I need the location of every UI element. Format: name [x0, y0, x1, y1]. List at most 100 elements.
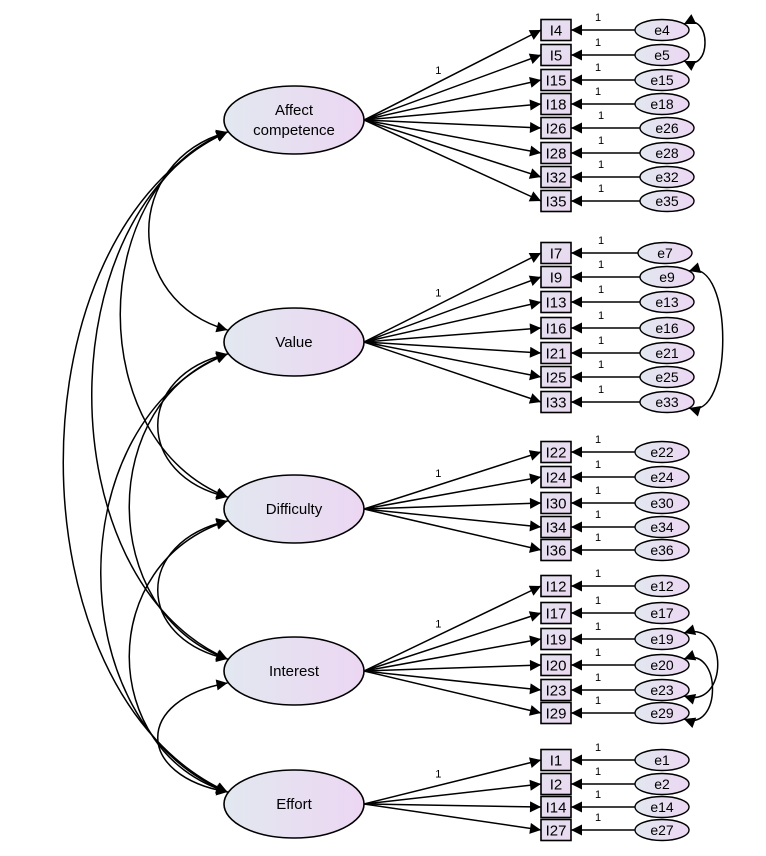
latent-ellipse[interactable] [223, 85, 365, 155]
indicator-box[interactable] [540, 701, 572, 725]
error-ellipse[interactable] [634, 748, 690, 772]
indicator-i19[interactable]: I19 [540, 627, 572, 651]
error-ellipse[interactable] [634, 653, 690, 677]
indicator-i15[interactable]: I15 [540, 68, 572, 92]
indicator-i30[interactable]: I30 [540, 491, 572, 515]
indicator-box[interactable] [540, 601, 572, 625]
error-ellipse[interactable] [639, 365, 695, 389]
error-e4[interactable]: e4 [634, 18, 690, 42]
indicator-i28[interactable]: I28 [540, 141, 572, 165]
error-ellipse[interactable] [634, 701, 690, 725]
indicator-box[interactable] [540, 465, 572, 489]
error-ellipse[interactable] [639, 165, 695, 189]
error-ellipse[interactable] [634, 772, 690, 796]
error-e36[interactable]: e36 [634, 538, 690, 562]
error-e24[interactable]: e24 [634, 465, 690, 489]
indicator-box[interactable] [540, 316, 572, 340]
indicator-box[interactable] [540, 68, 572, 92]
indicator-box[interactable] [540, 627, 572, 651]
indicator-i2[interactable]: I2 [540, 772, 572, 796]
indicator-box[interactable] [540, 43, 572, 67]
error-e14[interactable]: e14 [634, 795, 690, 819]
indicator-box[interactable] [540, 440, 572, 464]
indicator-i1[interactable]: I1 [540, 748, 572, 772]
error-e13[interactable]: e13 [639, 290, 695, 314]
error-ellipse[interactable] [637, 241, 693, 265]
error-e35[interactable]: e35 [639, 189, 695, 213]
error-e5[interactable]: e5 [634, 43, 690, 67]
error-e22[interactable]: e22 [634, 440, 690, 464]
indicator-box[interactable] [540, 341, 572, 365]
error-e7[interactable]: e7 [637, 241, 693, 265]
error-e30[interactable]: e30 [634, 491, 690, 515]
error-e26[interactable]: e26 [639, 116, 695, 140]
indicator-i14[interactable]: I14 [540, 795, 572, 819]
indicator-box[interactable] [540, 365, 572, 389]
indicator-i22[interactable]: I22 [540, 440, 572, 464]
indicator-i13[interactable]: I13 [540, 290, 572, 314]
error-ellipse[interactable] [639, 265, 695, 289]
error-ellipse[interactable] [634, 92, 690, 116]
error-e28[interactable]: e28 [639, 141, 695, 165]
indicator-i36[interactable]: I36 [540, 538, 572, 562]
indicator-box[interactable] [540, 18, 572, 42]
error-ellipse[interactable] [639, 341, 695, 365]
indicator-box[interactable] [540, 653, 572, 677]
error-ellipse[interactable] [634, 818, 690, 842]
indicator-box[interactable] [540, 491, 572, 515]
latent-ellipse[interactable] [223, 307, 365, 377]
error-e32[interactable]: e32 [639, 165, 695, 189]
indicator-box[interactable] [540, 574, 572, 598]
error-e9[interactable]: e9 [639, 265, 695, 289]
indicator-i9[interactable]: I9 [540, 265, 572, 289]
error-ellipse[interactable] [634, 43, 690, 67]
error-e21[interactable]: e21 [639, 341, 695, 365]
indicator-box[interactable] [540, 818, 572, 842]
latent-difficulty[interactable]: Difficulty [223, 474, 365, 544]
error-ellipse[interactable] [634, 795, 690, 819]
error-ellipse[interactable] [639, 141, 695, 165]
indicator-box[interactable] [540, 290, 572, 314]
error-e2[interactable]: e2 [634, 772, 690, 796]
indicator-box[interactable] [540, 515, 572, 539]
indicator-i21[interactable]: I21 [540, 341, 572, 365]
error-ellipse[interactable] [634, 68, 690, 92]
indicator-i25[interactable]: I25 [540, 365, 572, 389]
indicator-i26[interactable]: I26 [540, 116, 572, 140]
indicator-box[interactable] [540, 390, 572, 414]
latent-ellipse[interactable] [223, 474, 365, 544]
indicator-box[interactable] [540, 116, 572, 140]
indicator-i24[interactable]: I24 [540, 465, 572, 489]
indicator-box[interactable] [540, 678, 572, 702]
error-ellipse[interactable] [634, 18, 690, 42]
error-ellipse[interactable] [639, 390, 695, 414]
error-ellipse[interactable] [634, 627, 690, 651]
indicator-box[interactable] [540, 772, 572, 796]
indicator-box[interactable] [540, 265, 572, 289]
error-ellipse[interactable] [639, 116, 695, 140]
error-e34[interactable]: e34 [634, 515, 690, 539]
error-ellipse[interactable] [634, 574, 690, 598]
indicator-i7[interactable]: I7 [540, 241, 572, 265]
indicator-i27[interactable]: I27 [540, 818, 572, 842]
indicator-i34[interactable]: I34 [540, 515, 572, 539]
error-e33[interactable]: e33 [639, 390, 695, 414]
error-e23[interactable]: e23 [634, 678, 690, 702]
error-e27[interactable]: e27 [634, 818, 690, 842]
error-ellipse[interactable] [634, 440, 690, 464]
indicator-i12[interactable]: I12 [540, 574, 572, 598]
error-e16[interactable]: e16 [639, 316, 695, 340]
error-e20[interactable]: e20 [634, 653, 690, 677]
indicator-box[interactable] [540, 141, 572, 165]
error-ellipse[interactable] [639, 189, 695, 213]
indicator-box[interactable] [540, 241, 572, 265]
indicator-i16[interactable]: I16 [540, 316, 572, 340]
error-ellipse[interactable] [634, 491, 690, 515]
error-e1[interactable]: e1 [634, 748, 690, 772]
latent-value[interactable]: Value [223, 307, 365, 377]
indicator-box[interactable] [540, 189, 572, 213]
indicator-i32[interactable]: I32 [540, 165, 572, 189]
latent-ellipse[interactable] [223, 769, 365, 839]
error-e19[interactable]: e19 [634, 627, 690, 651]
